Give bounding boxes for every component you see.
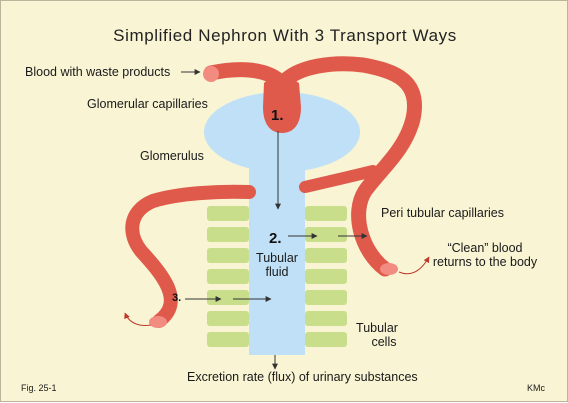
clean-blood-end	[380, 263, 398, 275]
arrow-left-blood	[124, 312, 152, 326]
label-figure-number: Fig. 25-1	[21, 383, 57, 393]
blood-vessels	[125, 56, 422, 328]
label-tubular-fluid-line2: fluid	[265, 265, 289, 279]
label-clean-blood-line2: returns to the body	[432, 255, 538, 269]
right-peritubular-vessel	[299, 165, 379, 193]
label-tubular-fluid-line1: Tubular	[256, 251, 298, 265]
tubular-cells-right	[305, 206, 347, 347]
label-tubular-cells: Tubular cells	[347, 321, 407, 349]
label-tubular-cells-line2: cells	[371, 335, 397, 349]
label-author: KMc	[527, 383, 545, 393]
glomerular-capillary-knot	[263, 78, 301, 133]
label-glomerulus: Glomerulus	[140, 149, 204, 163]
label-clean-blood-line1: “Clean” blood	[447, 241, 523, 255]
label-glomerular-capillaries: Glomerular capillaries	[87, 97, 208, 111]
label-clean-blood: “Clean” blood returns to the body	[421, 241, 549, 269]
tubular-cells-left	[207, 206, 249, 347]
page-title: Simplified Nephron With 3 Transport Ways	[113, 26, 457, 45]
arrow-clean-blood	[398, 256, 430, 275]
left-peritubular-vessel	[125, 184, 256, 328]
afferent-end	[203, 66, 219, 82]
tubule	[249, 163, 305, 355]
label-tubular-fluid: Tubular fluid	[251, 251, 303, 279]
label-tubular-cells-line1: Tubular	[356, 321, 398, 335]
transport-way-1: 1.	[271, 107, 284, 124]
label-peritubular-capillaries: Peri tubular capillaries	[381, 206, 504, 220]
label-blood-waste: Blood with waste products	[25, 65, 171, 79]
transport-way-3: 3.	[172, 292, 182, 304]
afferent-vessel	[203, 62, 285, 87]
label-excretion-rate: Excretion rate (flux) of urinary substan…	[187, 370, 418, 384]
efferent-vessel	[279, 56, 422, 277]
transport-way-2: 2.	[269, 230, 282, 247]
left-vessel-end	[149, 316, 167, 328]
transport-arrows	[181, 69, 368, 370]
